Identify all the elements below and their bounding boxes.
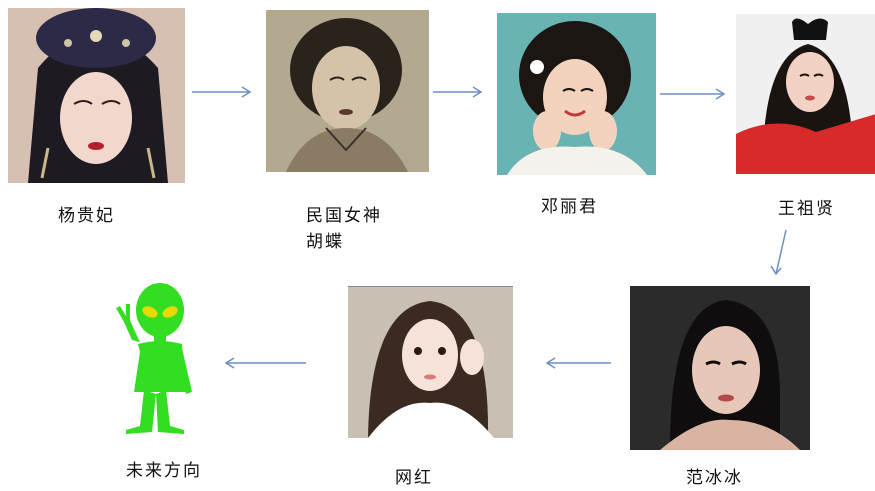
- arrow-deng-to-wang: [660, 88, 728, 100]
- caption-fan-bingbing: 范冰冰: [686, 468, 743, 488]
- photo-deng-lijun: [497, 13, 656, 175]
- caption-hu-die-line-2: 胡蝶: [306, 232, 344, 252]
- alien-svg: [116, 283, 192, 434]
- alien-figure: [110, 282, 200, 437]
- photo-yang-guifei: [8, 8, 185, 183]
- arrow-wang-to-fan: [770, 228, 790, 278]
- caption-wanghong: 网红: [395, 468, 433, 488]
- caption-deng-lijun: 邓丽君: [541, 197, 598, 217]
- caption-future: 未来方向: [126, 461, 202, 481]
- caption-wang-zuxian: 王祖贤: [778, 199, 835, 219]
- arrow-wanghong-to-future: [222, 357, 308, 369]
- photo-wang-zuxian: [736, 14, 875, 174]
- arrow-yang-to-hudie: [192, 86, 254, 98]
- caption-hu-die: 民国女神 胡蝶: [306, 203, 382, 255]
- photo-wanghong: [348, 286, 513, 438]
- photo-fan-bingbing: [630, 286, 810, 450]
- caption-hu-die-line-1: 民国女神: [306, 206, 382, 226]
- arrow-fan-to-wanghong: [543, 357, 613, 369]
- caption-yang-guifei: 杨贵妃: [58, 206, 115, 226]
- photo-hu-die: [266, 10, 429, 172]
- arrow-hudie-to-deng: [433, 86, 485, 98]
